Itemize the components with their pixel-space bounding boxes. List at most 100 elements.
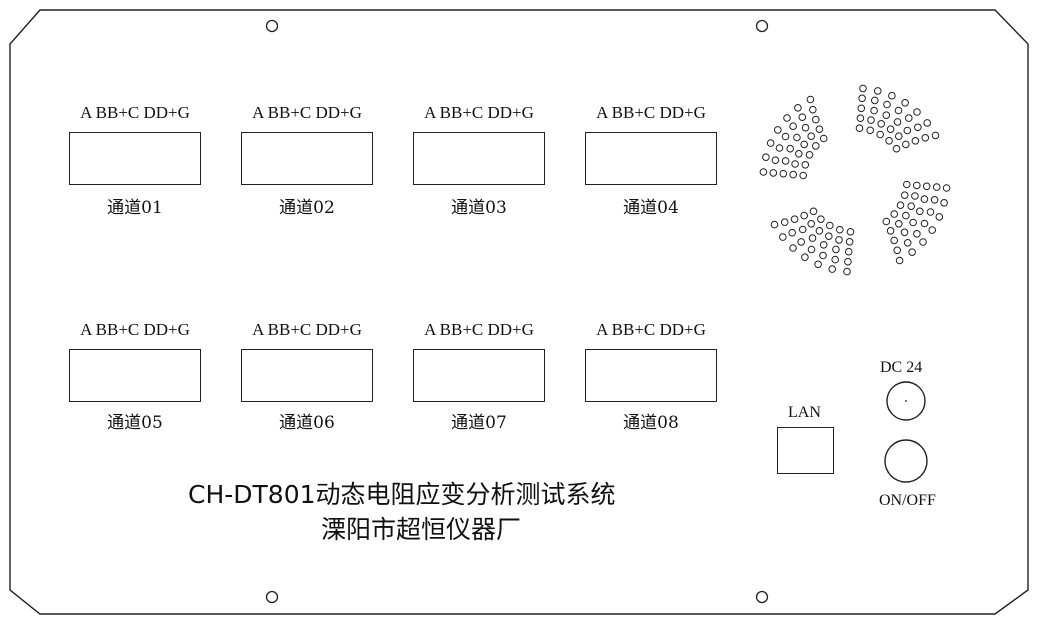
channel-connector-06[interactable] (241, 349, 373, 402)
vent-hole (876, 130, 885, 139)
vent-hole (913, 230, 921, 238)
channel-label-07: 通道07 (451, 413, 507, 433)
vent-hole (895, 132, 903, 140)
vent-hole (870, 106, 878, 115)
pin-label-02: A BB+C DD+G (252, 103, 362, 122)
vent-hole (844, 247, 853, 256)
panel-outline (9, 9, 1029, 615)
channel-label-04: 通道04 (623, 198, 679, 218)
vent-hole (921, 134, 930, 142)
mounting-hole-icon (265, 19, 279, 33)
vent-hole (801, 253, 809, 262)
vent-hole (766, 139, 775, 147)
vent-hole (858, 94, 866, 103)
vent-hole (812, 115, 820, 124)
vent-hole (832, 245, 840, 254)
vent-hole (815, 227, 824, 235)
vent-hole (902, 211, 910, 220)
vent-hole (844, 257, 852, 266)
channel-connector-01[interactable] (69, 132, 201, 185)
vent-hole (903, 126, 912, 135)
vent-hole (794, 104, 802, 112)
vent-hole (940, 199, 948, 207)
vent-hole (882, 217, 891, 226)
vent-hole (856, 114, 865, 122)
vent-hole (771, 156, 780, 164)
lan-label: LAN (788, 404, 821, 421)
vent-hole (819, 251, 827, 260)
vent-hole (877, 120, 886, 128)
vent-hole (859, 84, 867, 93)
channel-label-08: 通道08 (623, 413, 679, 433)
dc-jack-center (905, 400, 907, 402)
vent-hole (819, 241, 828, 249)
vent-hole (783, 114, 791, 122)
vent-hole (805, 151, 814, 159)
vent-hole (857, 104, 866, 113)
vent-hole (893, 246, 902, 255)
channel-connector-02[interactable] (241, 132, 373, 185)
vent-hole (798, 225, 807, 234)
mounting-hole-icon (755, 590, 769, 604)
vent-hole (801, 123, 810, 132)
vent-hole (882, 111, 891, 119)
vent-hole (769, 169, 778, 177)
vent-hole (930, 196, 939, 204)
vent-hole (775, 144, 784, 152)
vent-hole (919, 238, 927, 246)
vent-hole (890, 236, 899, 245)
vent-hole (807, 132, 816, 140)
vent-hole (888, 91, 896, 100)
vent-hole (885, 137, 893, 145)
vent-hole (892, 144, 901, 153)
vent-hole (846, 228, 855, 236)
power-switch-icon[interactable] (884, 439, 928, 483)
channel-label-01: 通道01 (107, 198, 163, 218)
vent-hole (781, 157, 790, 165)
channel-label-06: 通道06 (279, 413, 335, 433)
pin-label-04: A BB+C DD+G (596, 103, 706, 122)
mounting-hole-icon (755, 19, 769, 33)
vent-hole (926, 208, 935, 216)
vent-hole (826, 221, 834, 230)
channel-connector-07[interactable] (413, 349, 545, 402)
vent-hole (908, 248, 916, 256)
vent-hole (909, 218, 917, 227)
vent-hole (814, 260, 822, 269)
channel-label-05: 通道05 (107, 413, 163, 433)
vent-hole (808, 234, 817, 242)
vent-hole (905, 114, 913, 122)
pin-label-01: A BB+C DD+G (80, 103, 190, 122)
vent-hole (836, 225, 844, 234)
vent-hole (809, 207, 818, 216)
vent-hole (759, 168, 768, 176)
vent-hole (922, 182, 931, 191)
vent-hole (886, 227, 895, 235)
vent-hole (883, 100, 891, 109)
vent-hole (807, 220, 816, 228)
channel-connector-08[interactable] (585, 349, 717, 402)
vent-hole (874, 87, 882, 95)
vent-hole (798, 113, 807, 121)
vent-hole (911, 192, 919, 200)
vent-hole (835, 236, 843, 244)
channel-connector-05[interactable] (69, 349, 201, 402)
vent-hole (913, 108, 921, 116)
vent-hole (781, 132, 790, 141)
pin-label-07: A BB+C DD+G (424, 320, 534, 339)
dc-jack-icon[interactable] (886, 381, 926, 421)
vent-hole (901, 99, 909, 107)
vent-hole (896, 201, 905, 209)
vent-hole (907, 202, 916, 210)
vent-hole (931, 131, 940, 140)
vent-hole (916, 207, 924, 216)
channel-connector-03[interactable] (413, 132, 545, 185)
vent-hole (789, 170, 798, 179)
channel-connector-04[interactable] (585, 132, 717, 185)
vent-hole (780, 218, 789, 226)
vent-hole (893, 118, 902, 126)
vent-hole (815, 125, 824, 133)
lan-port-icon[interactable] (777, 427, 834, 474)
vent-hole (779, 169, 788, 178)
vent-hole (942, 184, 951, 192)
